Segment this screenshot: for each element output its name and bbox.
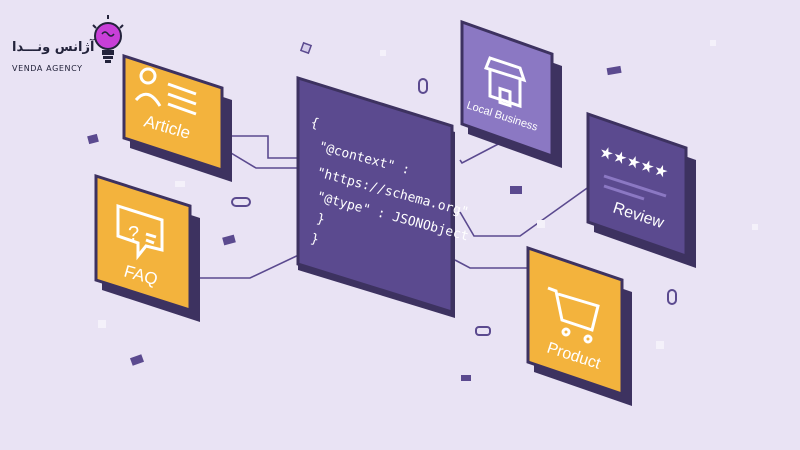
shopping-cart-icon — [547, 286, 600, 344]
code-line-6: } — [309, 231, 320, 248]
brand-name-en: VENDA AGENCY — [12, 64, 83, 73]
article-card: Article — [122, 53, 232, 182]
decorative-shapes — [87, 40, 758, 381]
local-business-card: Local Business — [460, 19, 562, 168]
faq-card: ? FAQ — [94, 173, 200, 322]
code-card: { "@context" : "https://schema.org" "@ty… — [296, 75, 470, 318]
brand-name-fa: آژانس ونـــدا — [12, 40, 95, 55]
svg-text:?: ? — [128, 223, 139, 245]
person-card-icon — [134, 67, 197, 116]
product-card: Product — [526, 245, 632, 406]
lightbulb-icon — [92, 15, 124, 63]
storefront-icon — [484, 56, 527, 109]
review-lines — [603, 174, 667, 201]
code-line-5: } — [315, 211, 326, 228]
question-bubble-icon: ? — [116, 203, 164, 261]
code-line-1: { — [309, 115, 320, 132]
brand-logo: آژانس ونـــدا VENDA AGENCY — [8, 14, 128, 80]
review-card: ★★★★★ Review — [586, 111, 696, 268]
